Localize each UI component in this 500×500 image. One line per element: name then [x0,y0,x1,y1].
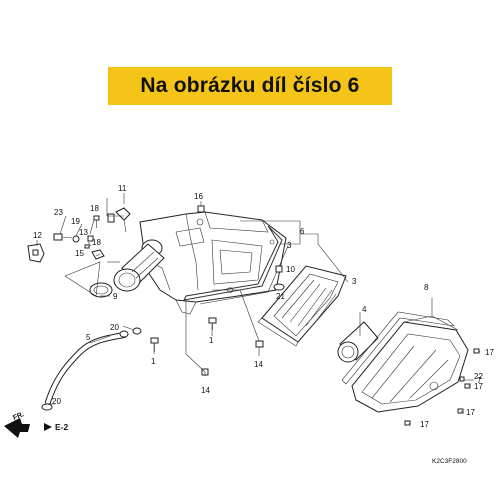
screw-1-right [208,317,217,330]
callout-17-b: 17 [474,382,483,391]
callout-1-left: 1 [151,357,156,366]
callout-15: 15 [75,249,84,258]
air-cleaner-case [139,211,287,315]
grommet-15 [91,249,105,260]
callout-13: 13 [79,228,88,237]
callout-3-filter: 3 [352,277,357,286]
callout-16: 16 [194,192,203,201]
callout-19: 19 [71,217,80,226]
callout-17-d: 17 [420,420,429,429]
callout-17-c: 17 [466,408,475,417]
screw-18-lower [84,244,90,249]
tube-clamp [89,282,113,298]
nut-13 [87,235,94,242]
callout-17-a: 17 [485,348,494,357]
intake-duct [337,321,379,363]
bolt-16 [197,205,205,213]
clip-12 [27,243,45,263]
diagram-code: K2C3F2800 [432,458,467,465]
ref-e2-label: E-2 [55,422,69,432]
callout-21: 21 [276,292,285,301]
case-gasket [183,225,289,305]
drain-tube [45,330,129,405]
callout-4: 4 [362,305,367,314]
clip-20-lower [41,403,53,411]
callout-10: 10 [286,265,295,274]
screw-1-left [150,337,159,352]
front-direction-arrow: FR. [4,411,30,438]
callout-22-visible: 22 [474,372,483,381]
callout-14-mid: 14 [254,360,263,369]
leader-lines [36,193,481,425]
callout-1-right: 1 [209,336,214,345]
callout-9: 9 [113,292,118,301]
callout-23: 23 [54,208,63,217]
callout-20-lower: 20 [52,397,61,406]
stud-10 [275,265,283,273]
reference-e2: E-2 [44,422,69,432]
callout-8: 8 [424,283,429,292]
callout-11: 11 [118,184,127,193]
callout-3-case: 3 [287,241,292,250]
washer-21 [273,283,285,291]
callouts: 1 1 3 3 4 5 6 7 8 9 10 11 12 13 14 14 15… [33,184,494,429]
bolt-23 [53,233,73,241]
sensor-bracket [107,207,131,233]
callout-5: 5 [86,333,91,342]
callout-20-upper: 20 [110,323,119,332]
air-filter-element [257,265,347,347]
cover-gasket [341,311,455,385]
banner-text: Na obrázku díl číslo 6 [140,74,360,97]
part-number-banner: Na obrázku díl číslo 6 [108,67,392,105]
callout-7: 7 [477,376,482,385]
connecting-tube [113,239,165,292]
fr-label: FR. [12,411,25,422]
callout-18-lower: 18 [92,238,101,247]
callout-12: 12 [33,231,42,240]
callout-14-lower: 14 [201,386,210,395]
callout-6: 6 [300,227,305,236]
callout-18-upper: 18 [90,204,99,213]
bolt-14-mid [255,340,264,348]
cover-screws [404,348,480,426]
air-cleaner-cover [351,321,469,413]
bolt-18-upper [93,215,100,228]
clip-20-upper [132,327,142,335]
